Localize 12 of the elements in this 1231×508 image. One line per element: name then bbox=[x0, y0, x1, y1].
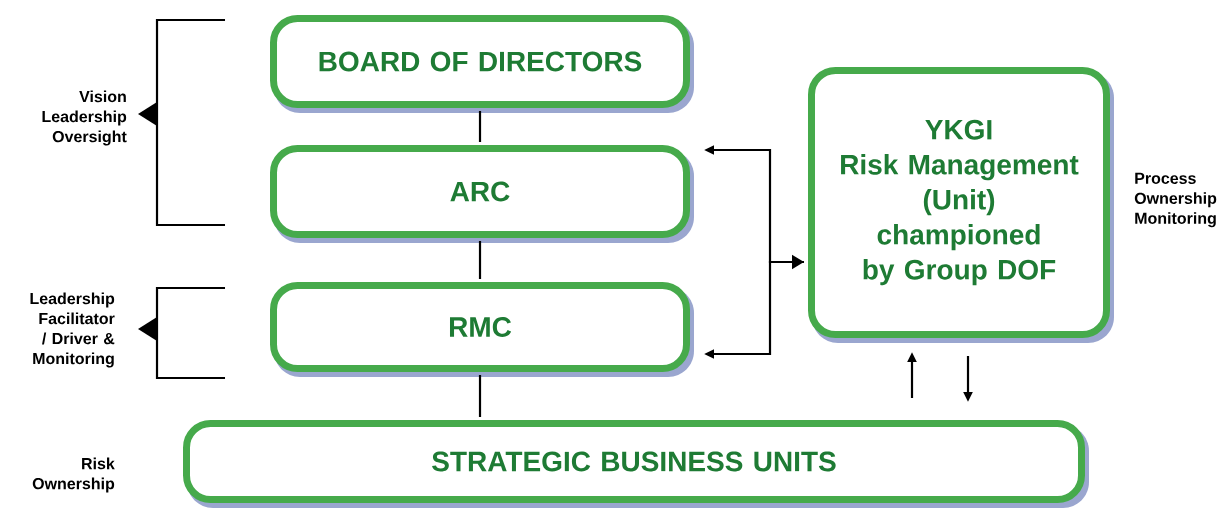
side-label: Leadership Facilitator / Driver & Monitoring bbox=[30, 292, 115, 368]
connector bbox=[478, 241, 482, 279]
side-label: Vision Leadership Oversight bbox=[42, 90, 127, 146]
rounded-box: ARC bbox=[270, 145, 694, 243]
rounded-box: STRATEGIC BUSINESS UNITS bbox=[183, 420, 1089, 508]
connector bbox=[478, 375, 482, 417]
side-label: Risk Ownership bbox=[32, 457, 115, 493]
connector bbox=[478, 111, 482, 142]
rounded-box: RMC bbox=[270, 282, 694, 377]
rounded-box: YKGI Risk Management (Unit) championed by Group DOF bbox=[808, 67, 1114, 343]
rounded-box: BOARD OF DIRECTORS bbox=[270, 15, 694, 113]
side-label: Process Ownership Monitoring bbox=[1134, 172, 1217, 228]
